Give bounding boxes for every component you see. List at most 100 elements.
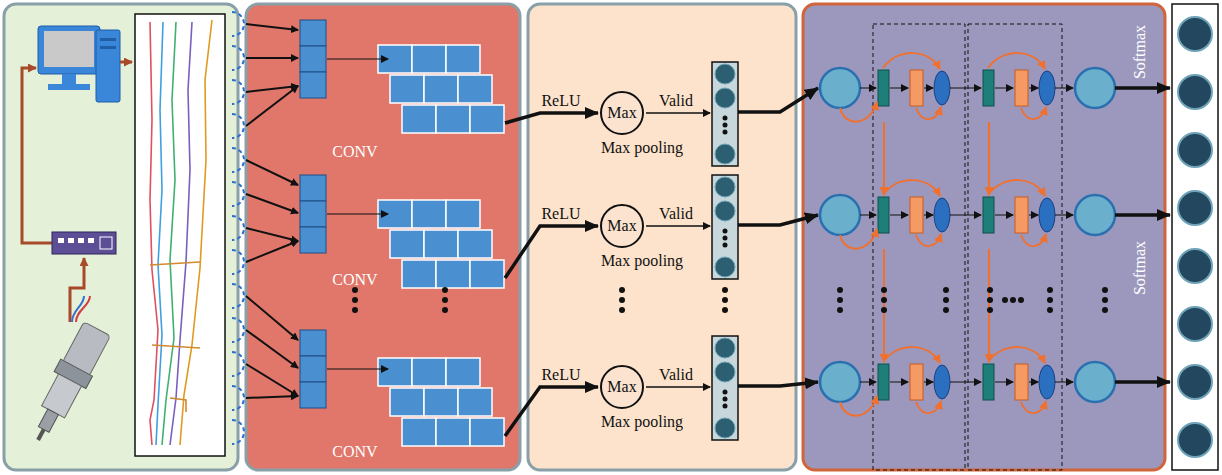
- feature-map: [436, 260, 470, 288]
- gate: [878, 364, 889, 400]
- feature-map: [446, 358, 480, 386]
- output-arrow: [1115, 86, 1170, 90]
- conv-input-cell: [300, 46, 326, 72]
- ellipsis-dot: [722, 307, 728, 313]
- ellipsis-dot: [352, 297, 358, 303]
- segment-arc: [232, 386, 244, 410]
- input-arrow: [246, 364, 298, 396]
- gate: [878, 197, 889, 233]
- input-arrow: [246, 330, 298, 368]
- max-operator: Max: [600, 204, 644, 248]
- feature-map: [402, 105, 436, 133]
- segment-arc: [232, 182, 244, 206]
- lstm-arrow: [950, 215, 981, 216]
- layer-name: Softmax: [1132, 241, 1148, 295]
- ellipsis-dot: [837, 287, 843, 293]
- conv-input-cell: [300, 201, 326, 227]
- cell-state: [1015, 197, 1028, 233]
- feature-map: [424, 388, 458, 416]
- to-lstm-arrow: [738, 88, 818, 112]
- operator-text: Max: [607, 378, 636, 396]
- max-operator: Max: [600, 91, 644, 135]
- operator-text: Max: [607, 217, 636, 235]
- input-arrow: [246, 194, 298, 213]
- ellipsis-dot: [987, 287, 993, 293]
- ellipsis-dot: [722, 297, 728, 303]
- recurrent-arrow: [916, 401, 941, 413]
- feature-map: [470, 418, 504, 446]
- segment-arc: [232, 250, 244, 274]
- ellipsis-dot: [881, 287, 887, 293]
- recurrent-arrow: [883, 347, 940, 363]
- output-class: [1178, 191, 1212, 225]
- relu-arrow: [505, 226, 598, 278]
- valid-arrow: [646, 112, 710, 114]
- lstm-arrow: [1029, 215, 1038, 216]
- recurrent-arrow: [840, 396, 877, 416]
- feature-map: [390, 388, 424, 416]
- lstm-arrow: [890, 88, 908, 89]
- relu-arrow: [505, 113, 598, 123]
- ellipsis-dot: [943, 307, 949, 313]
- ellipsis-dot: [619, 307, 625, 313]
- vector-unit: [715, 201, 735, 221]
- lstm-output: [1075, 68, 1115, 108]
- ellipsis-dot: [837, 297, 843, 303]
- ellipsis-dot: [723, 229, 728, 234]
- feature-map: [412, 200, 446, 228]
- feature-map: [424, 75, 458, 103]
- conv-input-cell: [300, 175, 326, 201]
- conv-arrow: [327, 368, 388, 369]
- feature-map: [390, 230, 424, 258]
- ellipsis-dot: [723, 404, 728, 409]
- lstm-arrow: [890, 215, 908, 216]
- conv-arrow: [327, 213, 388, 214]
- conv-arrow: [327, 58, 388, 59]
- ellipsis-dot: [352, 307, 358, 313]
- activation-name: ReLU: [541, 93, 580, 109]
- segment-arc: [232, 46, 244, 70]
- lstm-arrow: [995, 382, 1013, 383]
- conv-input-cell: [300, 382, 326, 408]
- to-lstm-arrow: [738, 382, 818, 386]
- lstm-arrow: [995, 88, 1013, 89]
- ellipsis-dot: [619, 297, 625, 303]
- hidden-state: [1039, 365, 1055, 399]
- padding-name: Valid: [659, 367, 693, 383]
- ellipsis-dot: [943, 287, 949, 293]
- ellipsis-dot: [722, 287, 728, 293]
- pooled-vector: [712, 62, 738, 166]
- segment-arc: [232, 114, 244, 138]
- segment-arc: [232, 420, 244, 444]
- feature-map: [402, 260, 436, 288]
- segment-arc: [232, 216, 244, 240]
- hidden-state: [934, 71, 950, 105]
- lstm-arrow: [860, 382, 876, 383]
- ellipsis-dot: [723, 397, 728, 402]
- cell-state: [910, 364, 923, 400]
- ellipsis-dot: [1018, 297, 1024, 303]
- vector-unit: [715, 418, 735, 438]
- activation-name: ReLU: [541, 206, 580, 222]
- ellipsis-dot: [1002, 297, 1008, 303]
- input-arrow: [246, 86, 298, 126]
- output-class: [1178, 423, 1212, 457]
- input-arrow: [246, 296, 298, 340]
- recurrent-arrow: [988, 53, 1045, 69]
- ellipsis-dot: [1102, 287, 1108, 293]
- lstm-input: [820, 68, 860, 108]
- conv-input-cell: [300, 20, 326, 46]
- ellipsis-dot: [442, 307, 448, 313]
- recurrent-arrow: [916, 234, 941, 246]
- sequence-arrow: [883, 122, 885, 195]
- relu-arrow: [505, 387, 598, 436]
- ellipsis-dot: [1047, 297, 1053, 303]
- segment-arc: [232, 148, 244, 172]
- gate: [983, 197, 994, 233]
- feature-map: [412, 358, 446, 386]
- output-class: [1178, 249, 1212, 283]
- hidden-state: [934, 198, 950, 232]
- lstm-arrow: [924, 382, 933, 383]
- cell-state: [910, 70, 923, 106]
